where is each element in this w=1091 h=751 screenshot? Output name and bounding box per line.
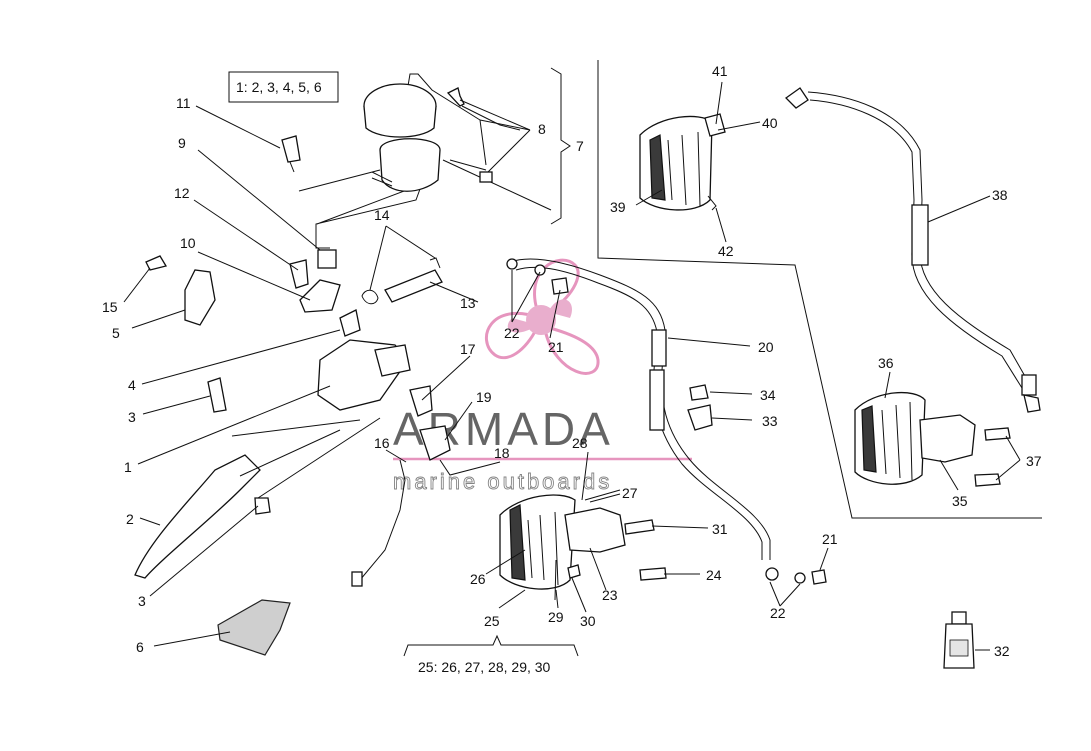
callout-24: 24 bbox=[706, 567, 722, 583]
rear-caliper-35 bbox=[854, 391, 1011, 487]
front-brake-line-20 bbox=[506, 258, 827, 585]
svg-text:25: 26, 27, 28, 29, 30: 25: 26, 27, 28, 29, 30 bbox=[418, 659, 551, 675]
callout-3b: 3 bbox=[138, 593, 146, 609]
rear-brake-hose-38 bbox=[784, 87, 1041, 413]
callout-15: 15 bbox=[102, 299, 118, 315]
callout-22a: 22 bbox=[504, 325, 520, 341]
callout-28: 28 bbox=[572, 435, 588, 451]
callout-19: 19 bbox=[476, 389, 492, 405]
callout-31: 31 bbox=[712, 521, 728, 537]
callout-13: 13 bbox=[460, 295, 476, 311]
callout-numbers: 1 2 3 3 4 5 6 7 8 9 10 11 12 13 14 15 16… bbox=[102, 63, 1042, 659]
callout-21b: 21 bbox=[822, 531, 838, 547]
callout-17: 17 bbox=[460, 341, 476, 357]
front-caliper-25 bbox=[499, 489, 667, 601]
callout-27: 27 bbox=[622, 485, 638, 501]
callout-12: 12 bbox=[174, 185, 190, 201]
callout-37: 37 bbox=[1026, 453, 1042, 469]
armada-logo: ARMADA marine outboards bbox=[393, 258, 692, 494]
caliper-kit-label: 25: 26, 27, 28, 29, 30 bbox=[403, 634, 579, 675]
callout-6: 6 bbox=[136, 639, 144, 655]
callout-26: 26 bbox=[470, 571, 486, 587]
brake-fluid-reservoir bbox=[298, 73, 552, 249]
callout-8: 8 bbox=[538, 121, 546, 137]
callout-21a: 21 bbox=[548, 339, 564, 355]
callout-22b: 22 bbox=[770, 605, 786, 621]
brand-tagline: marine outboards bbox=[393, 469, 612, 494]
callout-33: 33 bbox=[762, 413, 778, 429]
callout-11: 11 bbox=[176, 95, 191, 111]
rear-caliper-39 bbox=[639, 113, 726, 211]
master-cylinder-assembly bbox=[134, 135, 411, 656]
callout-40: 40 bbox=[762, 115, 778, 131]
callout-41: 41 bbox=[712, 63, 728, 79]
brake-light-switch bbox=[351, 385, 501, 587]
callout-3: 3 bbox=[128, 409, 136, 425]
callout-7: 7 bbox=[576, 138, 584, 154]
propeller-icon bbox=[484, 258, 600, 375]
callout-23: 23 bbox=[602, 587, 618, 603]
callout-29: 29 bbox=[548, 609, 564, 625]
brake-fluid-bottle bbox=[943, 611, 975, 669]
callout-18: 18 bbox=[494, 445, 510, 461]
callout-34: 34 bbox=[760, 387, 776, 403]
top-kit-label-box: 1: 2, 3, 4, 5, 6 bbox=[228, 71, 339, 103]
top-kit-label: 1: 2, 3, 4, 5, 6 bbox=[236, 79, 322, 95]
callout-20: 20 bbox=[758, 339, 774, 355]
callout-1: 1 bbox=[124, 459, 132, 475]
section-frame-lines bbox=[550, 60, 1042, 519]
callout-30: 30 bbox=[580, 613, 596, 629]
callout-42: 42 bbox=[718, 243, 734, 259]
callout-14: 14 bbox=[374, 207, 390, 223]
brake-hose-13 bbox=[361, 257, 443, 305]
callout-38: 38 bbox=[992, 187, 1008, 203]
callout-16: 16 bbox=[374, 435, 390, 451]
callout-25a: 25 bbox=[484, 613, 500, 629]
callout-10: 10 bbox=[180, 235, 196, 251]
callout-4: 4 bbox=[128, 377, 136, 393]
callout-32: 32 bbox=[994, 643, 1010, 659]
callout-9: 9 bbox=[178, 135, 186, 151]
callout-39: 39 bbox=[610, 199, 626, 215]
callout-35: 35 bbox=[952, 493, 968, 509]
callout-36: 36 bbox=[878, 355, 894, 371]
callout-2: 2 bbox=[126, 511, 134, 527]
callout-5: 5 bbox=[112, 325, 120, 341]
leader-lines bbox=[123, 81, 1021, 651]
